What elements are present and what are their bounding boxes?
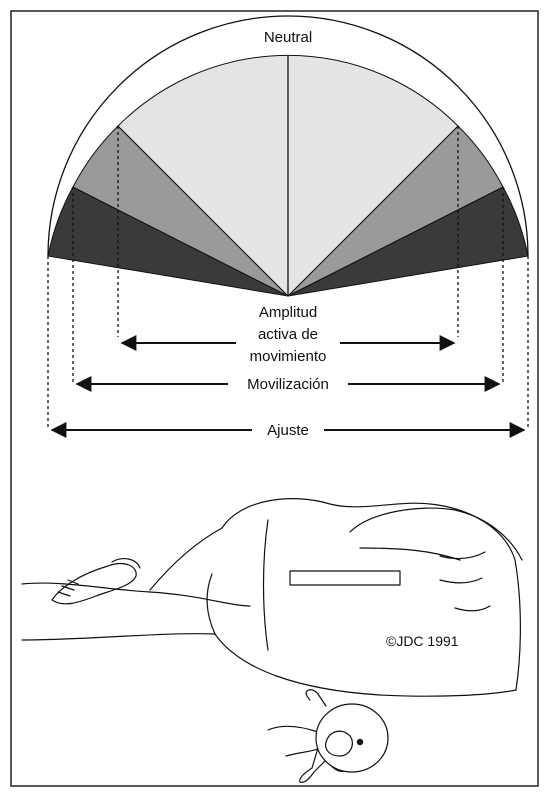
active-range-label-line3: movimiento	[250, 348, 327, 365]
vertebra-marker-dot	[357, 739, 363, 745]
credit-label: ©JDC 1991	[386, 633, 459, 649]
active-range-arrow-gap	[236, 341, 340, 346]
active-range-label-line2: activa de	[258, 326, 318, 343]
vertebra-illustration	[268, 690, 388, 783]
range-fan	[48, 16, 528, 296]
neutral-label: Neutral	[264, 29, 312, 46]
active-range-label-line1: Amplitud	[259, 304, 317, 321]
patient-side-posture-illustration	[22, 499, 522, 697]
contact-pad	[290, 571, 400, 585]
mobilization-label: Movilización	[247, 376, 329, 393]
adjustment-label: Ajuste	[267, 422, 309, 439]
